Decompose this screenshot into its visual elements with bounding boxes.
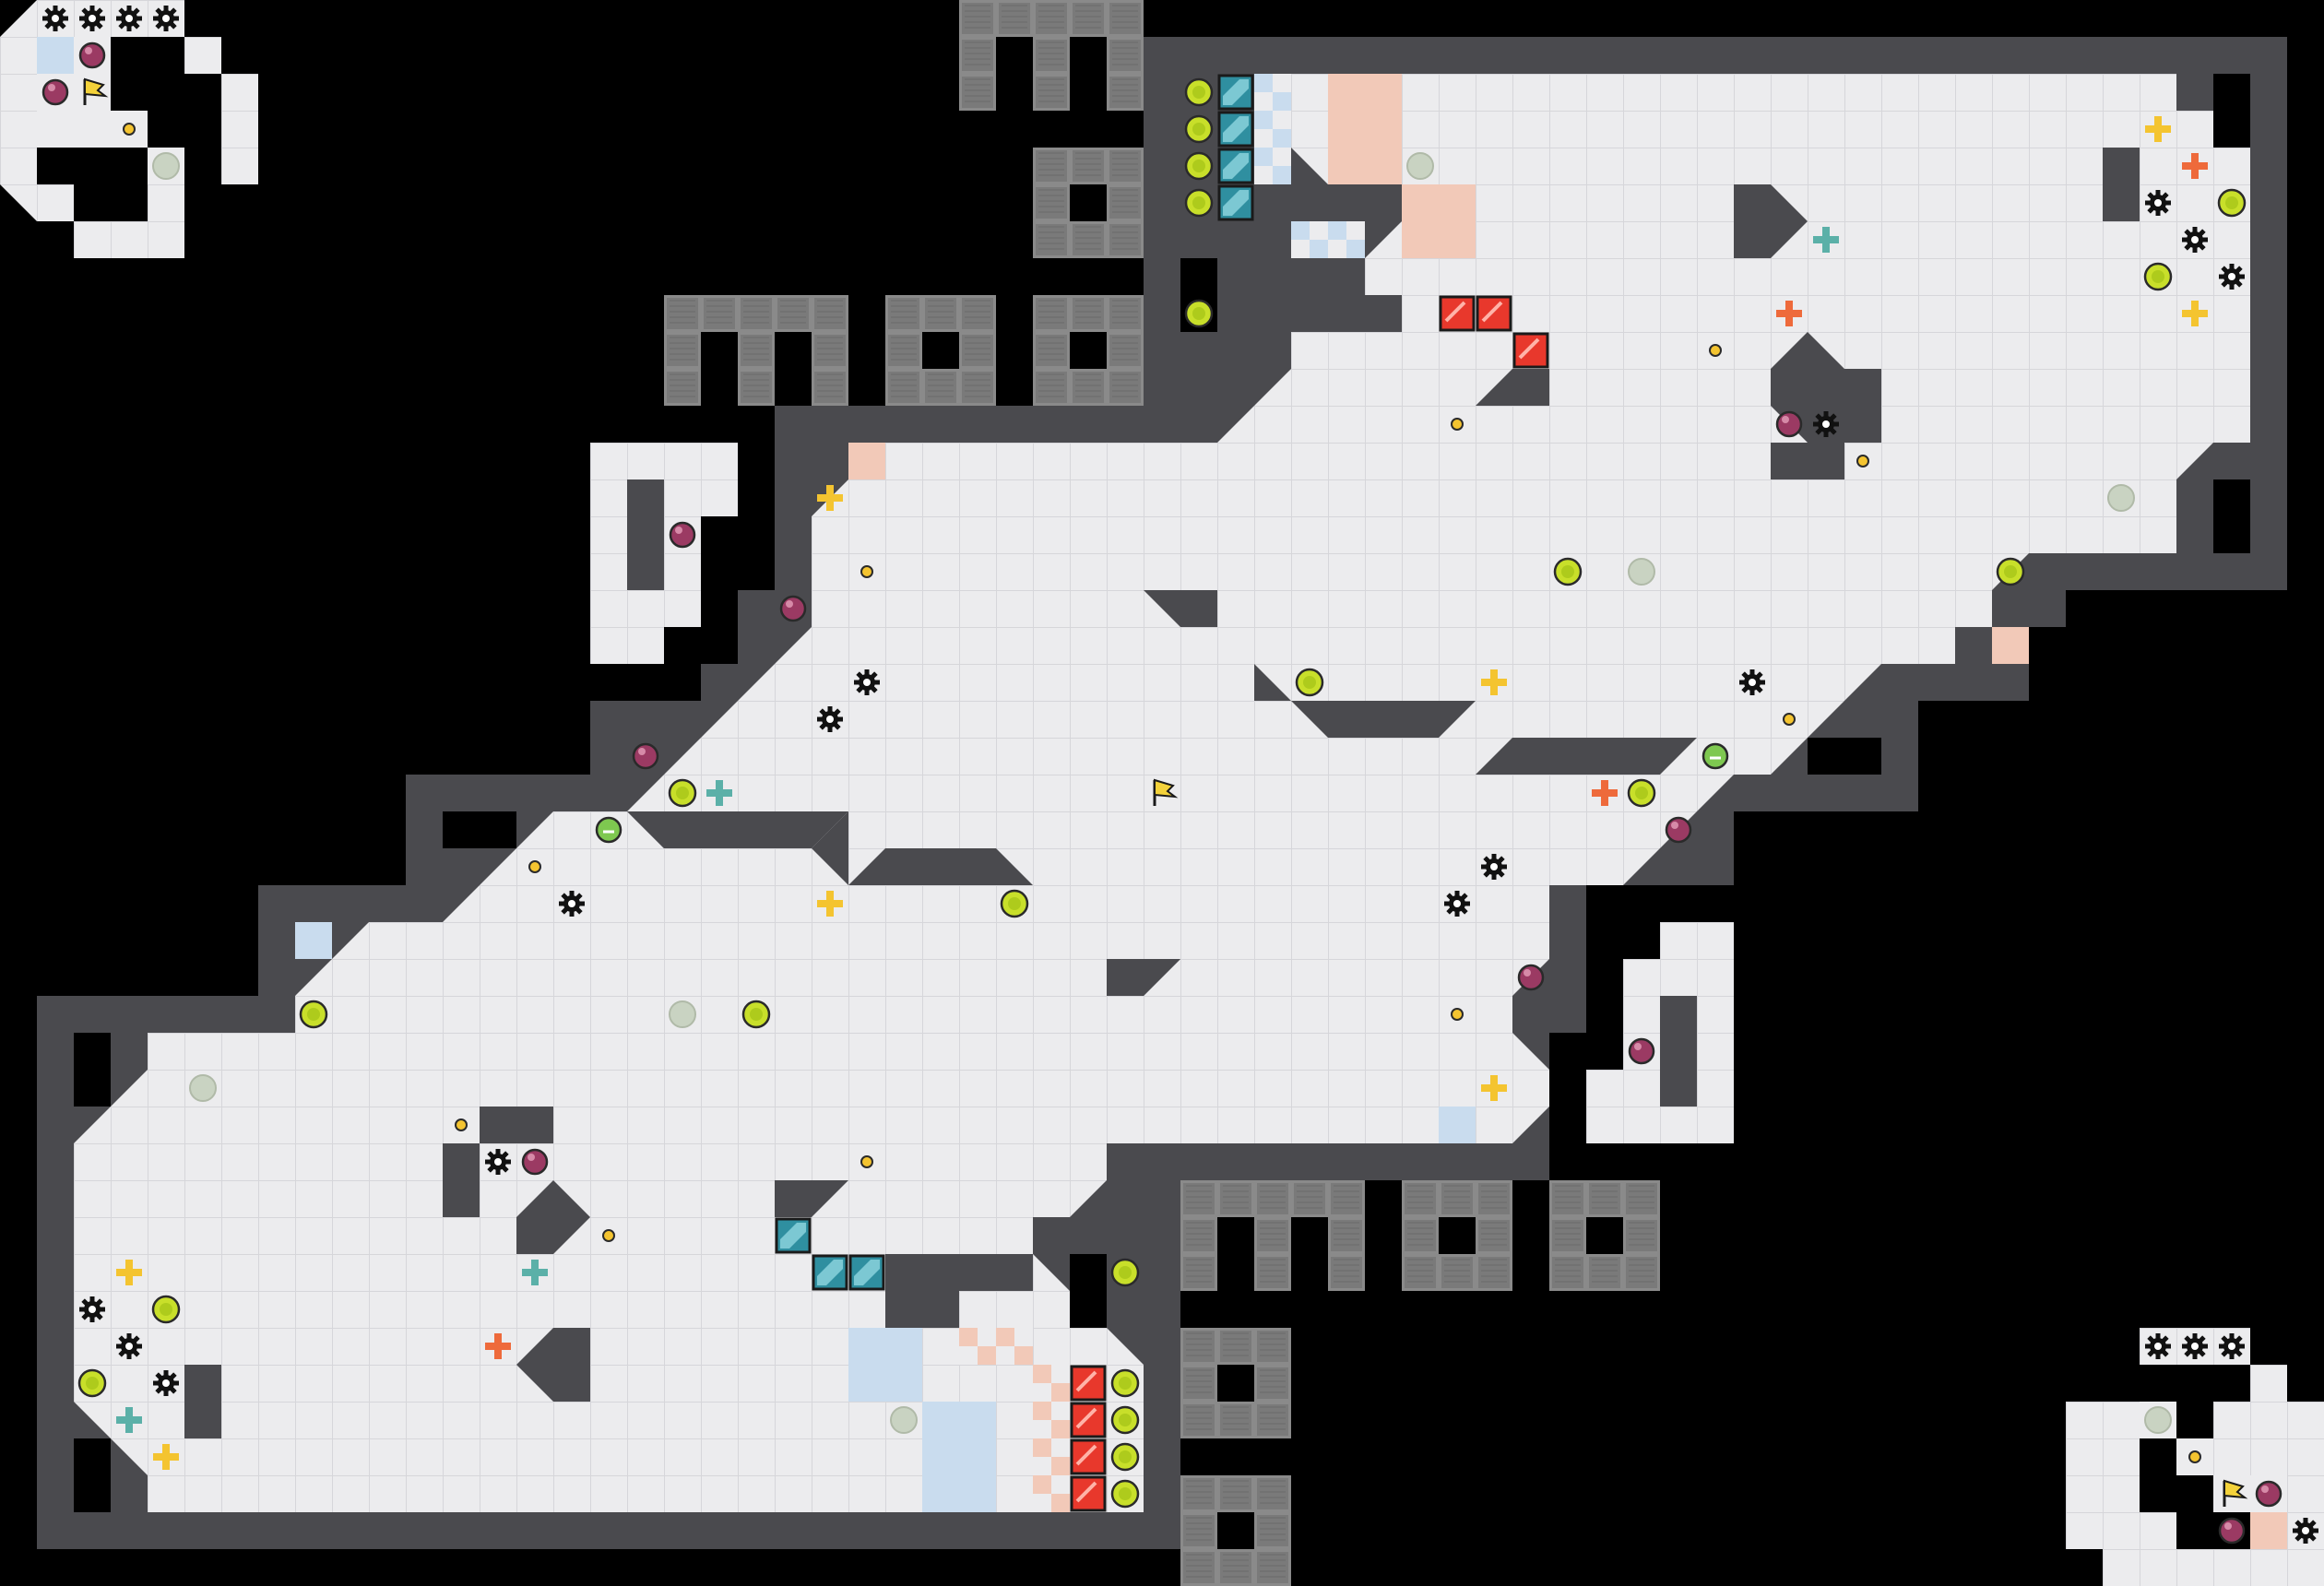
gear-mine-icon <box>116 6 142 31</box>
dot-icon <box>1856 455 1869 468</box>
coin-icon <box>151 1295 181 1324</box>
gear-mine-icon <box>2145 1333 2171 1359</box>
red-tile <box>1070 1475 1107 1512</box>
gear-mine-icon <box>2219 1333 2245 1359</box>
gear-mine-icon <box>2182 1333 2208 1359</box>
coin-icon <box>1110 1405 1140 1435</box>
teal-tile <box>1217 148 1254 184</box>
coin-icon <box>299 1000 328 1029</box>
red-tile <box>1439 295 1476 332</box>
grey-coin-icon <box>1628 558 1655 586</box>
gem-icon <box>78 41 106 69</box>
coin-icon <box>668 778 697 808</box>
coin-icon <box>1553 557 1583 586</box>
coin-icon <box>1110 1368 1140 1398</box>
coin-icon <box>2217 188 2247 218</box>
coin-icon <box>1000 889 1029 918</box>
wall-pockets <box>74 74 2250 1512</box>
dot-icon <box>455 1118 468 1131</box>
gear-mine-icon <box>2182 227 2208 253</box>
dot-icon <box>602 1229 615 1242</box>
coin-icon <box>1184 114 1214 144</box>
zones <box>295 74 2029 1512</box>
side-rooms <box>590 443 1734 1143</box>
gear-mine-icon <box>79 6 105 31</box>
striped-orb-icon <box>1702 742 1729 770</box>
gear-mine-icon <box>1813 411 1839 437</box>
grey-coin-icon <box>890 1406 918 1434</box>
dot-icon <box>860 565 873 578</box>
red-tile <box>1512 332 1549 369</box>
teal-tile <box>1217 184 1254 221</box>
gear-mine-icon <box>153 6 179 31</box>
gem-icon <box>779 595 807 622</box>
dot-icon <box>1783 713 1796 726</box>
coin-icon <box>1184 151 1214 181</box>
grey-coin-icon <box>669 1000 696 1028</box>
coin-icon <box>2143 262 2173 291</box>
dot-icon <box>123 123 136 136</box>
dot-icon <box>1709 344 1722 357</box>
striped-orbs[interactable] <box>595 742 1729 844</box>
gear-mine-icon <box>559 891 585 917</box>
gear-mine-icon <box>2293 1518 2318 1544</box>
coin-icon <box>1184 77 1214 107</box>
coin-icon <box>1295 668 1324 697</box>
gem-icon <box>521 1148 549 1176</box>
coin-icon <box>1110 1258 1140 1287</box>
gear-mine-icon <box>1481 854 1507 880</box>
grey-coin-icon <box>1406 152 1434 180</box>
gem-icon <box>632 742 659 770</box>
gem-icon <box>1775 410 1803 438</box>
gear-mine-icon <box>2219 264 2245 290</box>
coin-icon <box>77 1368 107 1398</box>
gem-icon <box>1517 964 1545 991</box>
coin-icon <box>1184 299 1214 328</box>
coin-icon <box>1996 557 2025 586</box>
red-tile <box>1476 295 1512 332</box>
metal-block-letters-bottom <box>1180 1180 1660 1586</box>
gem-icon <box>2255 1480 2282 1508</box>
gear-mine-icon <box>1739 669 1765 695</box>
red-tile <box>1070 1402 1107 1438</box>
teal-tile <box>1217 74 1254 111</box>
dot-icon <box>1451 418 1464 431</box>
gem-icon <box>1665 816 1692 844</box>
gem-icon <box>42 78 69 106</box>
gear-mine-icon <box>1444 891 1470 917</box>
striped-orb-icon <box>595 816 622 844</box>
gem-icon <box>2218 1517 2246 1545</box>
coin-icon <box>1110 1442 1140 1472</box>
grey-coin-icon <box>189 1074 217 1102</box>
teal-tile <box>812 1254 848 1291</box>
dot-icon <box>1451 1008 1464 1021</box>
teal-tile <box>848 1254 885 1291</box>
gem-icon <box>1628 1037 1655 1065</box>
metal-block-letters-top <box>664 0 1144 406</box>
dot-icon <box>860 1155 873 1168</box>
teal-tile <box>1217 111 1254 148</box>
gear-mine-icon <box>153 1370 179 1396</box>
grey-coin-icon <box>152 152 180 180</box>
grey-coin-icon <box>2144 1406 2172 1434</box>
coin-icon <box>1184 188 1214 218</box>
coin-icon <box>1627 778 1656 808</box>
coin-icon <box>1110 1479 1140 1509</box>
dot-icon <box>528 860 541 873</box>
red-tile <box>1070 1365 1107 1402</box>
gear-mine-icon <box>2145 190 2171 216</box>
grey-coin-icon <box>2107 484 2135 512</box>
gear-mine-icon <box>817 706 843 732</box>
dot-icon <box>2188 1450 2201 1463</box>
coin-icon <box>741 1000 771 1029</box>
gear-mine-icon <box>854 669 880 695</box>
gear-mine-icon <box>485 1149 511 1175</box>
gem-icon <box>669 521 696 549</box>
red-tile <box>1070 1438 1107 1475</box>
gear-mine-icon <box>79 1296 105 1322</box>
teal-tile <box>775 1217 812 1254</box>
gear-mine-icon <box>42 6 68 31</box>
gear-mine-icon <box>116 1333 142 1359</box>
